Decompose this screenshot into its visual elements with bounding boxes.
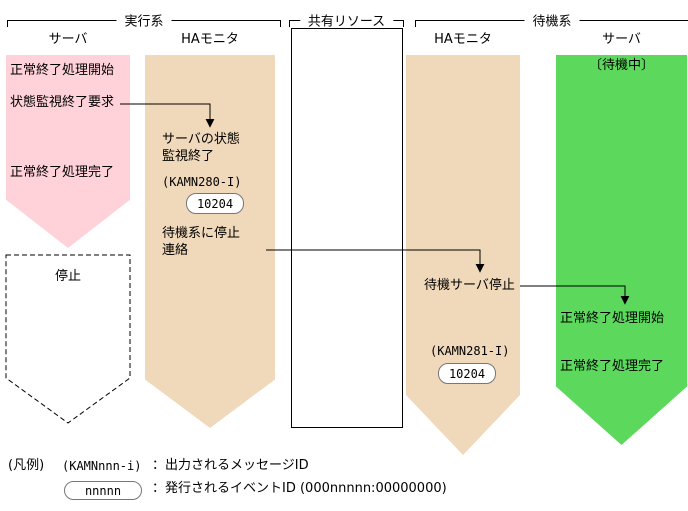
column-header-active-monitor: HAモニタ: [181, 32, 239, 47]
region-label-active: 実行系: [116, 10, 172, 30]
standby-monitor-arrow: [406, 55, 520, 455]
standby-monitor-event-id-badge: 10204: [438, 363, 496, 384]
standby-server-arrow: [556, 55, 687, 445]
standby-step-start: 正常終了処理開始: [560, 311, 665, 326]
legend-message-desc: ：出力されるメッセージID: [152, 458, 309, 473]
region-label-shared: 共有リソース: [299, 10, 394, 30]
legend-message-sample: (KAMNnnn-i): [62, 459, 142, 473]
legend-event-desc: ：発行されるイベントID (000nnnnn:00000000): [152, 481, 447, 496]
monitor-end-line1: サーバの状態: [162, 132, 240, 147]
region-label-standby: 待機系: [524, 10, 580, 30]
standby-status-label: 〔待機中〕: [588, 58, 654, 73]
standby-monitor-message-id: (KAMN281-I): [430, 344, 510, 358]
legend-title: (凡例): [8, 458, 45, 473]
notify-standby-line1: 待機系に停止: [162, 226, 241, 241]
column-header-active-server: サーバ: [48, 32, 88, 47]
active-monitor-message-id: (KAMN280-I): [162, 175, 242, 189]
column-header-standby-server: サーバ: [602, 32, 641, 47]
bracket-standby-system: 待機系: [415, 10, 688, 30]
shared-resource-box: [291, 28, 403, 428]
active-server-step-complete: 正常終了処理完了: [10, 165, 115, 180]
monitor-end-line2: 監視終了: [162, 149, 215, 164]
active-server-stop-label: 停止: [54, 269, 81, 284]
standby-step-complete: 正常終了処理完了: [560, 359, 665, 374]
column-header-standby-monitor: HAモニタ: [434, 32, 492, 47]
legend-event-sample-badge: nnnnn: [64, 481, 142, 500]
standby-server-stop-label: 待機サーバ停止: [424, 278, 515, 293]
bracket-active-system: 実行系: [7, 10, 281, 30]
active-server-step-start: 正常終了処理開始: [10, 63, 115, 78]
active-server-step-request: 状態監視終了要求: [10, 95, 115, 110]
active-monitor-event-id-badge: 10204: [186, 193, 244, 214]
active-server-arrow: [6, 55, 130, 248]
bracket-shared-resource: 共有リソース: [289, 10, 404, 30]
notify-standby-line2: 連絡: [162, 243, 189, 258]
